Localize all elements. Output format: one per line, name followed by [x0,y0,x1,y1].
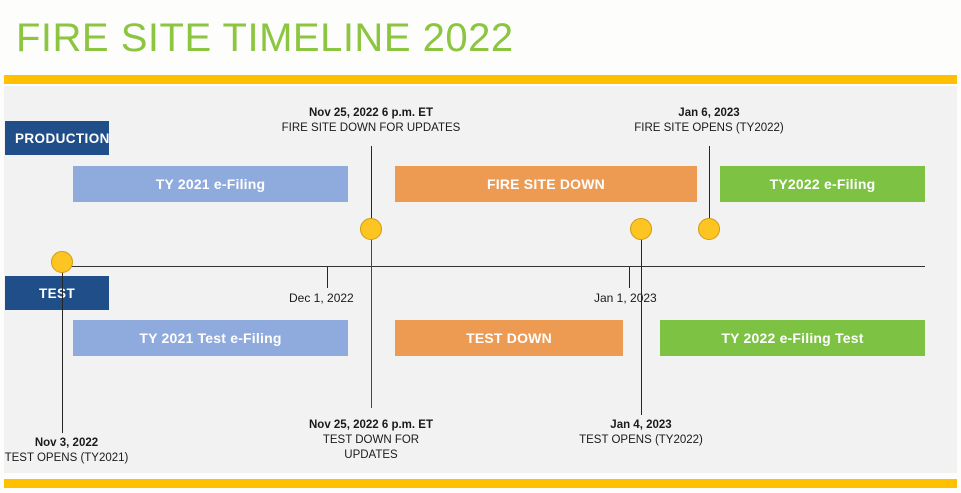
annotation-description: TEST DOWN FOR UPDATES [322,434,420,461]
axis-tick-label-dec-1: Dec 1, 2022 [289,291,354,305]
annotation-test-opens-ty2022: Jan 4, 2023 TEST OPENS (TY2022) [551,418,731,448]
annotation-date: Nov 3, 2022 [34,437,99,449]
page-title: FIRE SITE TIMELINE 2022 [16,16,514,60]
annotation-date: Jan 6, 2023 [678,107,740,119]
gold-divider-bottom [4,479,957,488]
annotation-date: Nov 25, 2022 6 p.m. ET [308,419,433,431]
phase-bar-ty2022-efiling-test: TY 2022 e-Filing Test [660,320,925,356]
axis-tick-jan-1 [629,267,630,288]
annotation-test-opens-ty2021: Nov 3, 2022 TEST OPENS (TY2021) [0,436,133,466]
annotation-date: Nov 25, 2022 6 p.m. ET [308,107,433,119]
phase-bar-fire-site-down: FIRE SITE DOWN [395,166,697,202]
connector-test-opens-ty2021 [62,272,63,433]
lane-label-production: PRODUCTION [5,121,109,155]
annotation-description: TEST OPENS (TY2021) [4,452,129,464]
gold-divider-top [4,75,957,84]
milestone-marker-down-for-updates[interactable] [360,218,382,240]
annotation-test-down-updates: Nov 25, 2022 6 p.m. ET TEST DOWN FOR UPD… [296,418,446,463]
annotation-date: Jan 4, 2023 [610,419,672,431]
timeline-panel [4,86,957,473]
connector-test-opens-ty2022 [641,238,642,415]
milestone-marker-test-opens-ty2022[interactable] [630,218,652,240]
timeline-axis [62,266,925,267]
lane-label-test: TEST [5,276,109,310]
annotation-description: FIRE SITE OPENS (TY2022) [634,122,784,134]
phase-bar-ty2021-test-efiling: TY 2021 Test e-Filing [73,320,348,356]
connector-test-down-updates [371,238,372,408]
phase-bar-test-down: TEST DOWN [395,320,623,356]
connector-fire-site-opens [709,146,710,220]
annotation-description: FIRE SITE DOWN FOR UPDATES [281,122,461,134]
annotation-fire-site-opens: Jan 6, 2023 FIRE SITE OPENS (TY2022) [589,106,829,136]
phase-bar-ty2022-efiling: TY2022 e-Filing [720,166,925,202]
annotation-fire-site-down-updates: Nov 25, 2022 6 p.m. ET FIRE SITE DOWN FO… [251,106,491,136]
milestone-marker-fire-site-opens[interactable] [698,218,720,240]
axis-tick-dec-1 [327,267,328,288]
phase-bar-ty2021-efiling: TY 2021 e-Filing [73,166,348,202]
annotation-description: TEST OPENS (TY2022) [579,434,703,446]
milestone-marker-test-opens-ty2021[interactable] [51,251,73,273]
axis-tick-label-jan-1: Jan 1, 2023 [594,291,657,305]
connector-fire-site-down-updates [371,146,372,220]
